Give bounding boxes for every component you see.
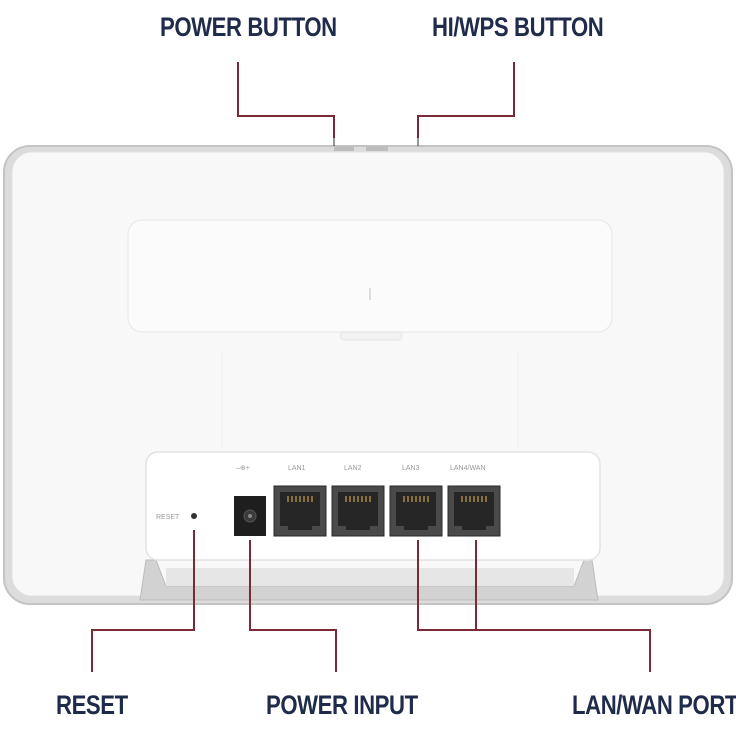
ethernet-port-lan4-wan: [447, 485, 501, 537]
leader-power-button: [237, 62, 335, 138]
leader-reset: [91, 530, 195, 672]
power-symbol: –⊕+: [236, 465, 250, 472]
wps-button-label: HI/WPS BUTTON: [432, 12, 604, 42]
leader-power-input: [249, 540, 337, 672]
stand-inner: [166, 568, 574, 586]
reset-label: RESET: [56, 690, 128, 720]
port-label-lan3: LAN3: [402, 465, 420, 472]
wps-button-shape: [366, 146, 388, 151]
power-button-shape: [334, 146, 354, 151]
reset-pinhole: [191, 513, 197, 519]
port-label-lan4-wan: LAN4/WAN: [450, 465, 486, 472]
leader-wps-button: [417, 62, 515, 138]
panel-notch: [339, 331, 403, 341]
port-label-lan2: LAN2: [344, 465, 362, 472]
recessed-panel: [127, 219, 613, 333]
power-input-label: POWER INPUT: [266, 690, 418, 720]
port-label-lan1: LAN1: [288, 465, 306, 472]
ethernet-port-lan1: [273, 485, 327, 537]
lan-wan-port-label: LAN/WAN PORT: [572, 690, 736, 720]
reset-text: RESET: [156, 514, 180, 521]
leader-lan3: [417, 540, 651, 672]
power-button-label: POWER BUTTON: [160, 12, 337, 42]
ethernet-port-lan2: [331, 485, 385, 537]
leader-lines: [91, 62, 651, 672]
ethernet-port-lan3: [389, 485, 443, 537]
